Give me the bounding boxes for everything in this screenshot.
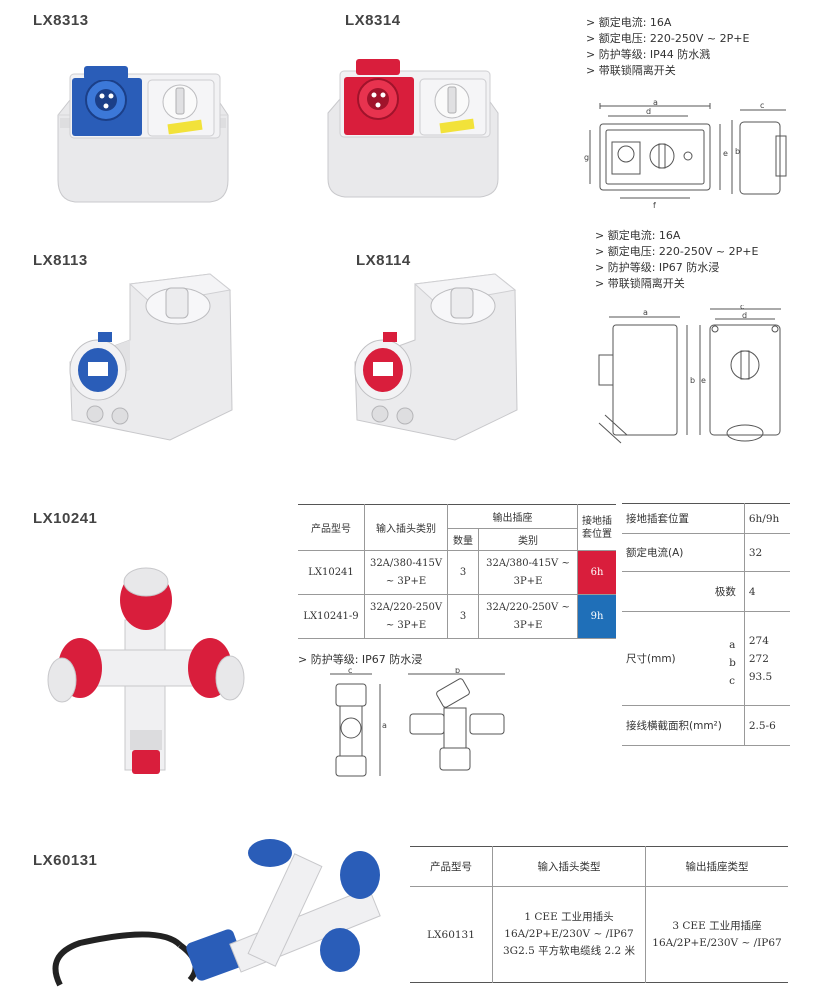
header-model: 产品型号 <box>298 504 365 551</box>
spec-list-mid: > 额定电流: 16A > 额定电压: 220-250V ~ 2P+E > 防护… <box>595 228 758 292</box>
lx60131-input: 1 CEE 工业用插头 16A/2P+E/230V ~ /IP67 3G2.5 … <box>492 886 646 983</box>
spec-voltage: > 额定电压: 220-250V ~ 2P+E <box>595 245 759 258</box>
lx10241-spec-table: 产品型号 输入插头类别 输出插座 接地插套位置 数量 类别 LX10241 32… <box>298 504 616 639</box>
dim-b: b <box>735 147 740 156</box>
lx8313-dimension-drawing: a d g e b f c <box>584 100 787 210</box>
lx8314-product-image <box>327 59 499 198</box>
row2-type: 32A/220-250V ~ 3P+E <box>478 594 578 639</box>
lx60131-product-image <box>52 839 381 987</box>
size-letters: a b c <box>729 639 736 687</box>
lx10241-parameter-table: 接地插套位置 6h/9h 额定电流(A) 32 极数 4 尺寸(mm) a b … <box>622 503 790 746</box>
poles-value: 4 <box>744 571 790 612</box>
ground-label: 接地插套位置 <box>622 503 745 534</box>
lx60131-model: LX60131 <box>427 928 475 941</box>
spec-protection: > 防护等级: IP67 防水浸 <box>595 261 720 274</box>
current-value: 32 <box>744 533 790 572</box>
lx8313-product-image <box>57 66 229 203</box>
lx8113-product-image <box>69 273 233 441</box>
lx60131-spec-table: 产品型号 输入插头类型 输出插座类型 LX60131 1 CEE 工业用插头 1… <box>410 846 788 983</box>
size-label: 尺寸(mm) <box>626 653 676 665</box>
spec-switch: > 带联锁隔离开关 <box>586 64 676 77</box>
row2-input: 32A/220-250V ~ 3P+E <box>364 594 448 639</box>
current-label: 额定电流(A) <box>622 533 745 572</box>
header-model: 产品型号 <box>410 846 493 887</box>
dim-b: b <box>455 668 460 675</box>
header-output: 输出插座 <box>447 504 578 529</box>
header-ground: 接地插套位置 <box>577 504 616 551</box>
lx60131-output: 3 CEE 工业用插座 16A/2P+E/230V ~ /IP67 <box>645 886 788 983</box>
lx8114-product-image <box>354 273 518 441</box>
dim-c: c <box>348 668 352 675</box>
model-lx8314: LX8314 <box>345 12 401 29</box>
wire-value: 2.5-6 <box>744 705 790 746</box>
dim-d: d <box>742 311 747 320</box>
model-lx60131: LX60131 <box>33 852 98 869</box>
lx10241-product-image <box>47 567 245 774</box>
dim-e: e <box>701 376 706 385</box>
dim-c: c <box>740 305 744 311</box>
row2-qty: 3 <box>447 594 479 639</box>
row1-type: 32A/380-415V ~ 3P+E <box>478 550 578 595</box>
lx8113-dimension-drawing: a b c d e <box>598 305 781 444</box>
header-qty: 数量 <box>447 528 479 551</box>
dim-d: d <box>646 107 651 116</box>
lx10241-dimension-drawing: c a b <box>330 668 505 777</box>
header-input: 输入插头类型 <box>492 846 646 887</box>
model-lx8313: LX8313 <box>33 12 89 29</box>
spec-voltage: > 额定电压: 220-250V ~ 2P+E <box>586 32 750 45</box>
size-values: 274 272 93.5 <box>744 611 790 706</box>
dim-b: b <box>690 376 695 385</box>
row2-model: LX10241-9 <box>298 594 365 639</box>
dim-a: a <box>643 308 648 317</box>
ground-value: 6h/9h <box>744 503 790 534</box>
dim-a: a <box>382 721 387 730</box>
spec-current: > 额定电流: 16A <box>586 16 672 29</box>
spec-current: > 额定电流: 16A <box>595 229 681 242</box>
dim-f: f <box>653 201 656 210</box>
model-lx8114: LX8114 <box>356 252 411 269</box>
dim-g: g <box>584 153 589 162</box>
row1-ground: 6h <box>577 550 616 595</box>
model-lx8113: LX8113 <box>33 252 88 269</box>
row2-ground: 9h <box>577 594 616 639</box>
spec-switch: > 带联锁隔离开关 <box>595 277 685 290</box>
header-output: 输出插座类型 <box>645 846 788 887</box>
spec-protection: > 防护等级: IP44 防水溅 <box>586 48 711 61</box>
row1-model: LX10241 <box>298 550 365 595</box>
header-type: 类别 <box>478 528 578 551</box>
model-lx10241: LX10241 <box>33 510 98 527</box>
dim-c: c <box>760 101 764 110</box>
header-input: 输入插头类别 <box>364 504 448 551</box>
dim-e: e <box>723 149 728 158</box>
poles-label: 极数 <box>622 571 745 612</box>
dim-a: a <box>653 100 658 107</box>
wire-label: 接线横截面积(mm²) <box>622 705 745 746</box>
lx10241-protection: > 防护等级: IP67 防水浸 <box>298 653 423 666</box>
size-cell: 尺寸(mm) a b c <box>622 611 745 706</box>
row1-input: 32A/380-415V ~ 3P+E <box>364 550 448 595</box>
spec-list-top: > 额定电流: 16A > 额定电压: 220-250V ~ 2P+E > 防护… <box>586 15 749 79</box>
row1-qty: 3 <box>447 550 479 595</box>
